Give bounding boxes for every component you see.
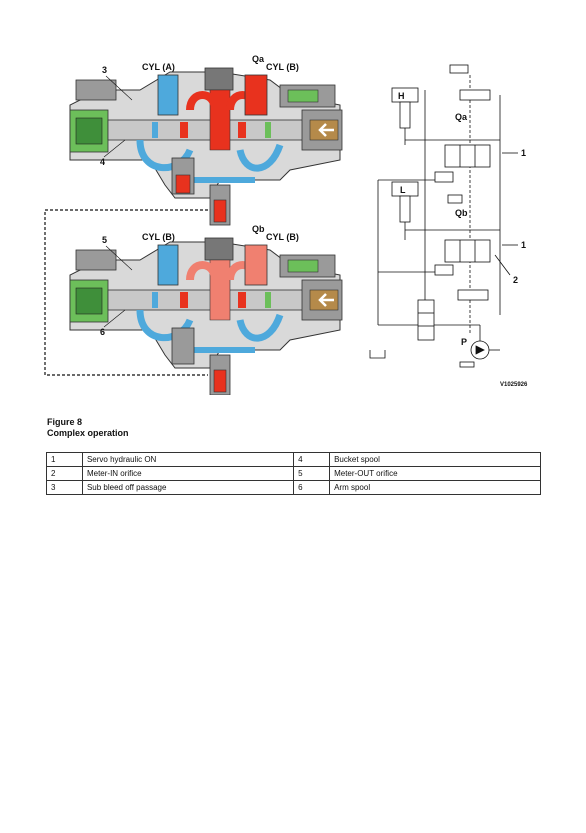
dashed-pilot-link xyxy=(44,209,208,376)
callout-3: 3 xyxy=(102,65,107,75)
label-cyl-a-lower: CYL (B) xyxy=(142,232,175,242)
callout-5: 5 xyxy=(102,235,107,245)
figure-id: V1025926 xyxy=(500,382,528,388)
legend-row: 1 Servo hydraulic ON 4 Bucket spool xyxy=(46,452,541,467)
callout-6: 6 xyxy=(100,327,105,337)
label-cyl-b-lower: CYL (B) xyxy=(266,232,299,242)
legend-number: 5 xyxy=(293,466,331,481)
legend-text: Arm spool xyxy=(329,480,541,495)
schematic-labels: H L Qa Qb P 1 1 2 V1025926 xyxy=(398,91,528,388)
legend-text: Bucket spool xyxy=(329,452,541,467)
legend-number: 3 xyxy=(46,480,83,495)
legend-number: 4 xyxy=(293,452,331,467)
label-qb-lower: Qb xyxy=(252,224,265,234)
legend-text: Meter-OUT orifice xyxy=(329,466,541,481)
figure-drawing: CYL (A) Qa CYL (B) 3 4 xyxy=(44,54,528,395)
label-qa-upper: Qa xyxy=(252,54,265,64)
label-cyl-b-upper: CYL (B) xyxy=(266,62,299,72)
hydraulic-figure: CYL (A) Qa CYL (B) 3 4 xyxy=(40,50,550,395)
legend-text: Meter-IN orifice xyxy=(81,466,295,481)
schematic-label-qb: Qb xyxy=(455,208,468,218)
legend-text: Servo hydraulic ON xyxy=(81,452,295,467)
legend-number: 6 xyxy=(293,480,331,495)
schematic-label-p: P xyxy=(461,337,467,347)
lower-valve-section: CYL (B) Qb CYL (B) 5 6 xyxy=(69,224,343,395)
figure-title: Complex operation xyxy=(47,428,129,438)
label-cyl-a-upper: CYL (A) xyxy=(142,62,175,72)
legend-row: 2 Meter-IN orifice 5 Meter-OUT orifice xyxy=(46,466,541,481)
upper-valve-section: CYL (A) Qa CYL (B) 3 4 xyxy=(69,54,343,226)
schematic-label-h: H xyxy=(398,91,405,101)
schematic-callout-1a: 1 xyxy=(521,148,526,158)
hydraulic-schematic xyxy=(369,64,518,368)
legend-text: Sub bleed off passage xyxy=(81,480,295,495)
figure-number: Figure 8 xyxy=(47,417,83,427)
schematic-callout-2: 2 xyxy=(513,275,518,285)
legend-row: 3 Sub bleed off passage 6 Arm spool xyxy=(46,480,541,495)
schematic-callout-1b: 1 xyxy=(521,240,526,250)
legend-number: 2 xyxy=(46,466,83,481)
callout-4: 4 xyxy=(100,157,105,167)
schematic-label-l: L xyxy=(400,185,406,195)
legend-table: 1 Servo hydraulic ON 4 Bucket spool 2 Me… xyxy=(46,452,541,495)
schematic-label-qa: Qa xyxy=(455,112,468,122)
legend-number: 1 xyxy=(46,452,83,467)
